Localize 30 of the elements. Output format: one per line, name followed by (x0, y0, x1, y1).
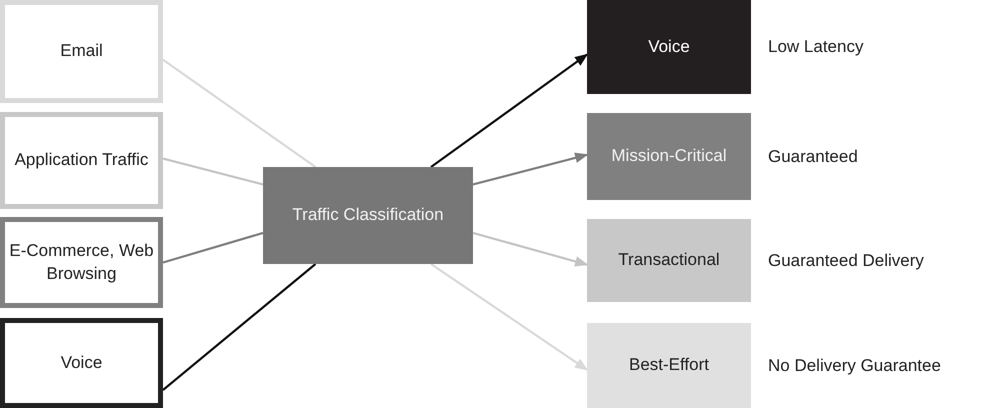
node-label: Voice (648, 36, 690, 58)
service-level-label: Guaranteed (768, 146, 858, 166)
input-box (0, 112, 163, 209)
input-box (0, 217, 163, 308)
node-label: Application Traffic (14, 149, 148, 172)
class-box (587, 113, 751, 200)
connector-line (162, 232, 264, 264)
input-box (0, 318, 163, 408)
connector-line (162, 58, 316, 168)
input-box (0, 0, 163, 103)
service-level-label: Low Latency (768, 37, 864, 57)
arrow (472, 232, 588, 267)
service-level-label: Guaranteed Delivery (768, 250, 924, 270)
process-box (263, 167, 473, 264)
node-label: Voice (60, 352, 102, 374)
arrow (472, 152, 588, 186)
node-label: Mission-Critical (611, 145, 727, 168)
node-label: Best-Effort (629, 354, 709, 376)
node-label: Transactional (618, 249, 720, 272)
class-box (587, 219, 751, 302)
connector-line (162, 158, 264, 186)
class-box (587, 323, 751, 408)
service-level-label: No Delivery Guarantee (768, 356, 941, 376)
node-label: E-Commerce, Web Browsing (8, 240, 155, 284)
class-box (587, 0, 751, 94)
node-label: Traffic Classification (292, 204, 444, 226)
connector-line (162, 263, 316, 391)
arrow (430, 54, 588, 168)
arrow (430, 263, 588, 371)
node-label: Email (60, 40, 103, 62)
